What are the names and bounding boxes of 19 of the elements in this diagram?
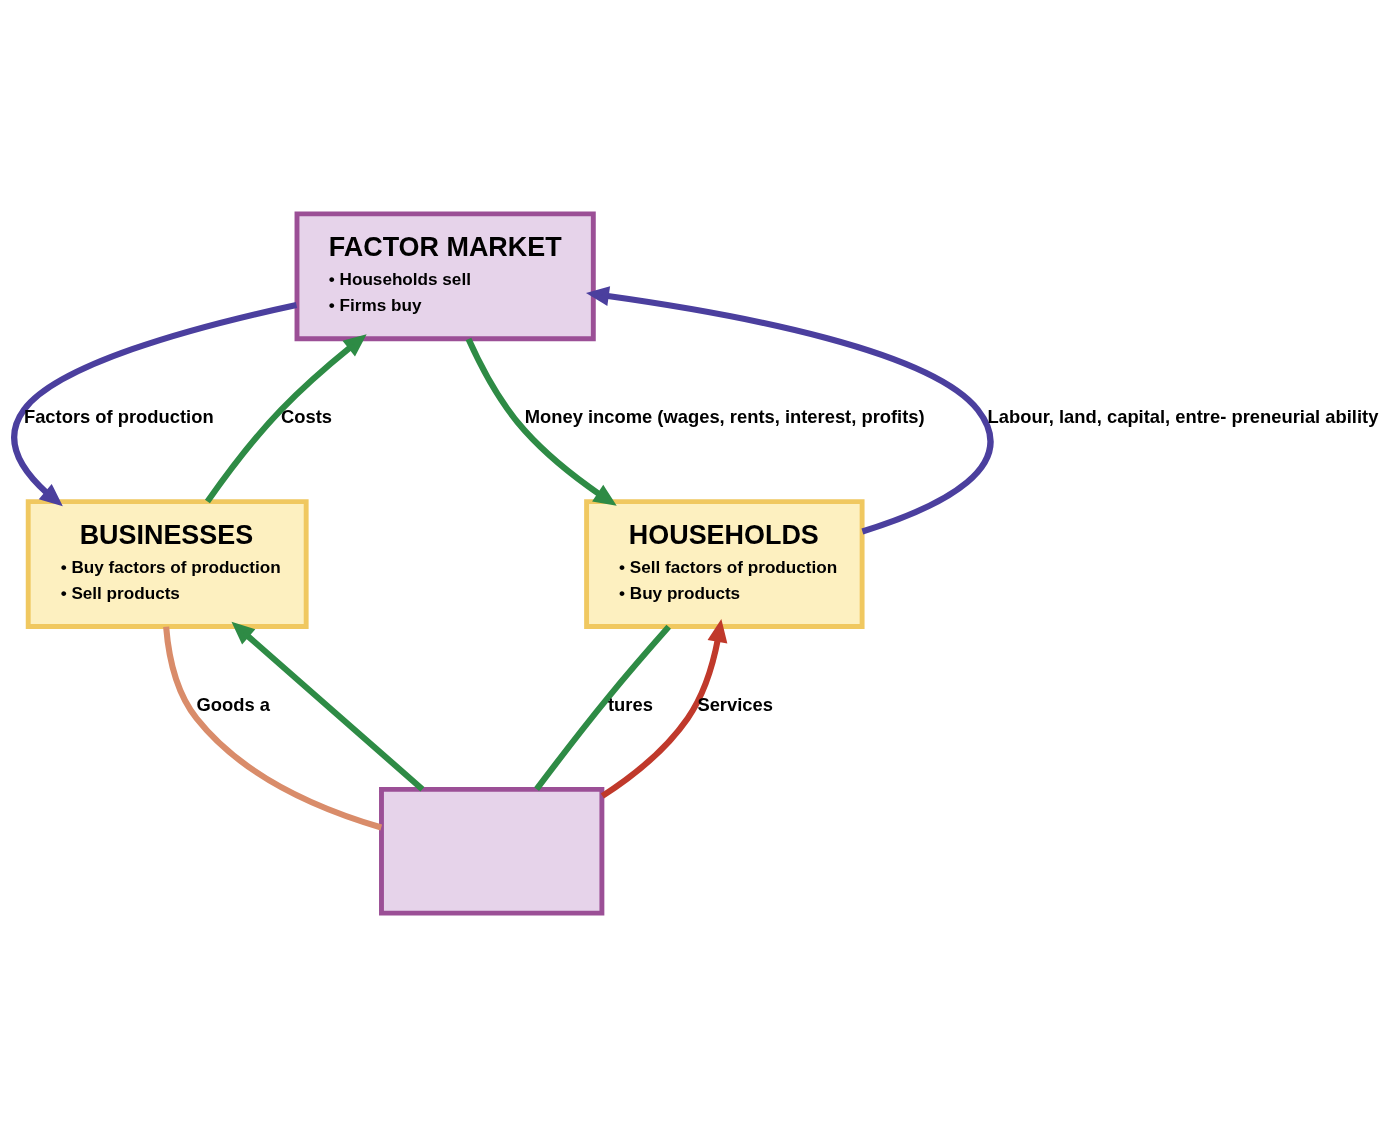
arrow [11, 302, 298, 507]
connector [163, 626, 383, 831]
arrow [231, 621, 425, 792]
edge-label: Services [697, 694, 773, 716]
edge-label: tures [608, 694, 653, 716]
node-box: FACTOR MARKET • Households sell • Firms buy [294, 211, 596, 342]
node-box: HOUSEHOLDS • Sell factors of production • Buy products [584, 499, 865, 629]
arrow [586, 286, 994, 535]
arrow [600, 619, 728, 799]
edge-label: Goods a [196, 694, 271, 716]
node-box: BUSINESSES • Buy factors of production • Sell products [25, 499, 309, 629]
connector [534, 624, 671, 792]
edge-label: Factors of production [23, 406, 214, 428]
arrow [465, 337, 617, 506]
edge-label: Labour, land, capital, entre- preneurial ability [987, 406, 1379, 428]
node-box [379, 786, 605, 916]
edge-label: Money income (wages, rents, interest, profits) [524, 406, 925, 428]
edge-label: Costs [281, 406, 333, 428]
arrow [204, 334, 367, 504]
